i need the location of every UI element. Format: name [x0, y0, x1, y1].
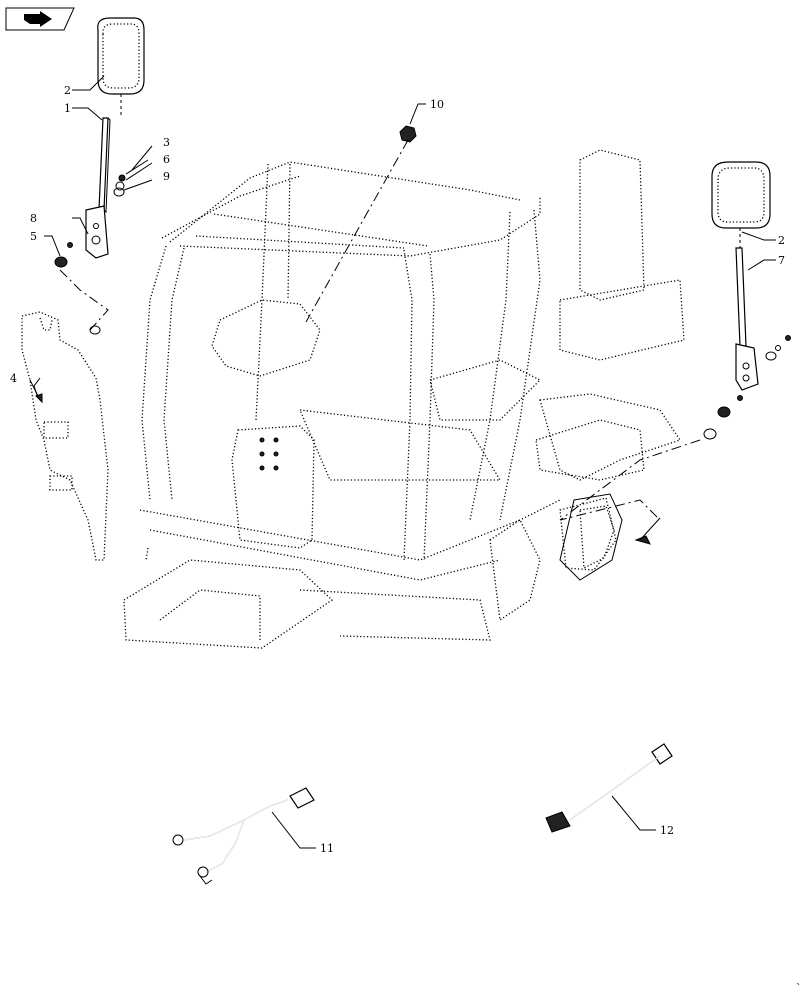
part-11-harness — [172, 787, 315, 885]
callout-9: 9 — [163, 170, 170, 183]
cab-frame — [123, 149, 685, 649]
callout-ticks — [123, 145, 153, 191]
callout-8: 8 — [30, 212, 37, 225]
callout-2-right: 2 — [778, 234, 785, 247]
next-page-arrow-icon[interactable] — [5, 7, 75, 31]
corner-mark: ` — [796, 982, 802, 995]
part-10-grommet — [305, 125, 417, 323]
left-mirror-assembly — [54, 17, 149, 331]
right-mirror-assembly — [559, 161, 791, 521]
callout-10: 10 — [430, 98, 444, 111]
callout-2-left: 2 — [64, 84, 71, 97]
callout-labels: 2 1 3 6 9 8 5 4 10 2 7 11 12 — [10, 84, 785, 855]
callout-7: 7 — [778, 254, 785, 267]
callout-6: 6 — [163, 153, 170, 166]
leader-lines — [33, 75, 776, 849]
part-12-harness — [545, 743, 673, 833]
callout-4: 4 — [10, 372, 17, 385]
callout-5: 5 — [30, 230, 37, 243]
callout-3: 3 — [163, 136, 170, 149]
callout-1: 1 — [64, 102, 71, 115]
left-side-plate — [21, 311, 109, 561]
callout-12: 12 — [660, 824, 674, 837]
right-side-plate — [539, 393, 682, 581]
callout-11: 11 — [320, 842, 334, 855]
